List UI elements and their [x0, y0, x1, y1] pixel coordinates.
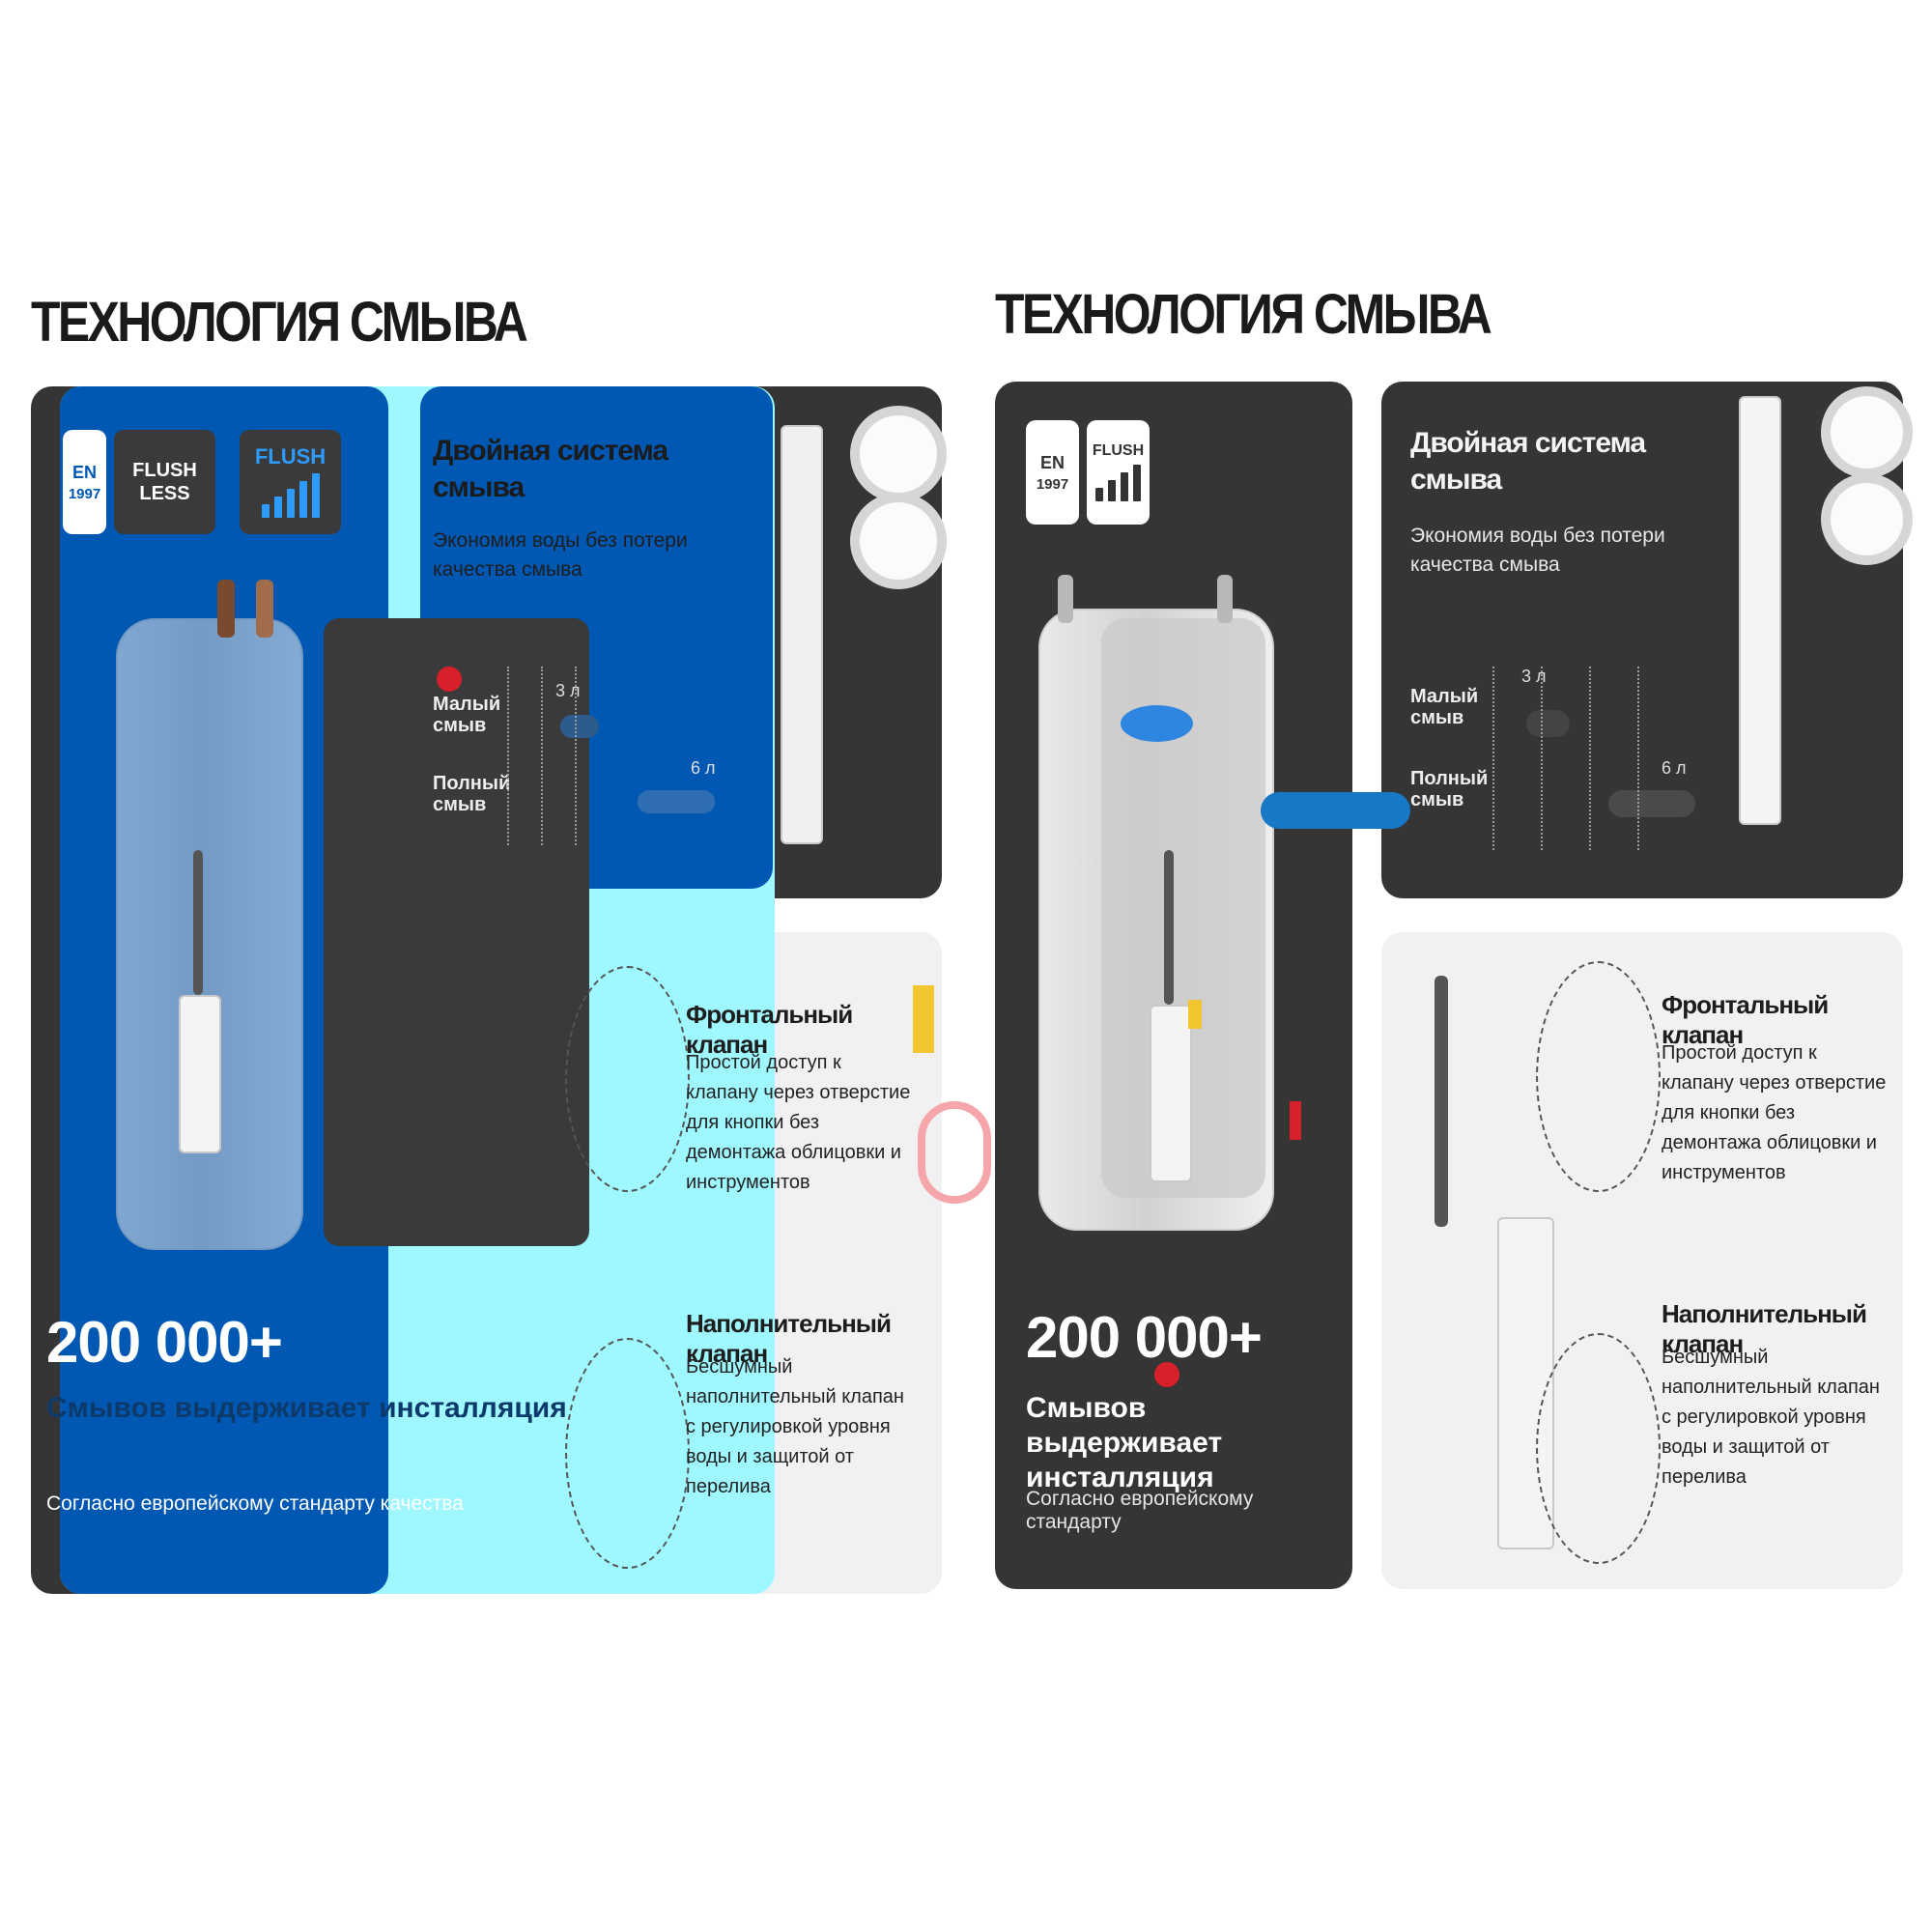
red-marker	[1290, 1101, 1301, 1140]
chart-gridline	[1541, 667, 1543, 850]
installation-frame-image	[116, 618, 303, 1250]
right-heading: ТЕХНОЛОГИЯ СМЫВА	[995, 283, 1492, 346]
right-row-label-full: Полный смыв	[1410, 768, 1489, 810]
right-flush-text: Экономия воды без потери качества смыва	[1410, 525, 1665, 577]
right-row-value-small: 3 л	[1521, 667, 1547, 686]
right-row-value-full: 6 л	[1662, 758, 1687, 778]
pipe-image	[193, 850, 203, 995]
flush-badge: FLUSH	[240, 430, 341, 534]
right-feature-title-2: Наполнительный клапан	[1662, 1299, 1867, 1358]
red-marker	[1154, 1362, 1179, 1387]
left-row-label-full: Полный смыв	[433, 773, 511, 815]
cistern-valve-image	[179, 995, 221, 1153]
chart-gridline	[1637, 667, 1639, 850]
right-feature-text-1: Простой доступ к клапану через отверстие…	[1662, 1042, 1887, 1183]
left-stat-label: Смывов выдерживает инсталляция	[46, 1392, 567, 1424]
chart-gridline	[1589, 667, 1591, 850]
chart-gridline	[575, 667, 577, 845]
zoom-circle	[1536, 1333, 1661, 1564]
right-stat-label: Смывов выдерживает инсталляция	[1026, 1392, 1223, 1493]
left-stat-sub: Согласно европейскому стандарту качества	[46, 1492, 464, 1515]
valve-ring-image	[1821, 473, 1913, 565]
left-flush-text: Экономия воды без потери качества смыва	[433, 529, 688, 582]
left-flush-title: Двойная система смыва	[433, 435, 668, 503]
left-feature-title-2: Наполнительный клапан	[686, 1309, 892, 1368]
flush-mechanism-image	[781, 425, 823, 844]
pipe-image	[1164, 850, 1174, 1005]
red-flush-icon	[437, 667, 462, 692]
right-flush-title: Двойная система смыва	[1410, 427, 1646, 496]
yellow-marker	[1188, 1000, 1202, 1029]
cistern-valve-image	[1150, 1005, 1192, 1182]
chart-gridline	[507, 667, 509, 845]
chart-gridline	[1492, 667, 1494, 850]
pipe-image	[217, 580, 235, 638]
flushless-badge: FLUSH LESS	[114, 430, 215, 534]
left-feature-text-2: Бесшумный наполнительный клапан с регули…	[686, 1356, 904, 1497]
right-bar-full	[1608, 790, 1695, 817]
signal-bars-icon	[1095, 465, 1141, 501]
pink-marker	[918, 1101, 991, 1204]
flush-mechanism-image	[1739, 396, 1781, 825]
left-feature-title-1: Фронтальный клапан	[686, 1000, 853, 1059]
pipe-image	[1217, 575, 1233, 623]
valve-ring-image	[850, 493, 947, 589]
blue-pill-connector	[1261, 792, 1410, 829]
yellow-marker	[913, 985, 934, 1053]
left-stat-value: 200 000+	[46, 1310, 283, 1375]
left-bar-small	[560, 715, 599, 738]
left-row-value-full: 6 л	[691, 758, 716, 778]
left-feature-text-1: Простой доступ к клапану через отверстие…	[686, 1052, 911, 1193]
zoom-circle	[565, 1338, 690, 1569]
right-feature-text-2: Бесшумный наполнительный клапан с регули…	[1662, 1347, 1880, 1488]
valve-ring-image	[850, 406, 947, 502]
left-bar-full	[638, 790, 715, 813]
en1997-badge: EN 1997	[63, 430, 106, 534]
signal-bars-icon	[261, 473, 320, 518]
blue-valve-ring	[1121, 705, 1193, 742]
chart-gridline	[541, 667, 543, 845]
pipe-image	[1058, 575, 1073, 623]
right-stat-sub: Согласно европейскому стандарту	[1026, 1488, 1254, 1533]
flush-badge: FLUSH	[1087, 420, 1150, 525]
right-bar-small	[1526, 710, 1570, 737]
zoom-circle	[565, 966, 690, 1192]
zoom-circle	[1536, 961, 1661, 1192]
left-row-value-small: 3 л	[555, 681, 581, 700]
right-feature-title-1: Фронтальный клапан	[1662, 990, 1829, 1049]
left-row-label-small: Малый смыв	[433, 694, 501, 736]
left-heading: ТЕХНОЛОГИЯ СМЫВА	[31, 291, 528, 354]
valve-ring-image	[1821, 386, 1913, 478]
assembly-pipe-image	[1435, 976, 1448, 1227]
right-stat-value: 200 000+	[1026, 1305, 1263, 1370]
en1997-badge: EN 1997	[1026, 420, 1079, 525]
pipe-image	[256, 580, 273, 638]
right-row-label-small: Малый смыв	[1410, 686, 1479, 728]
left-dark-inset	[324, 618, 589, 1246]
